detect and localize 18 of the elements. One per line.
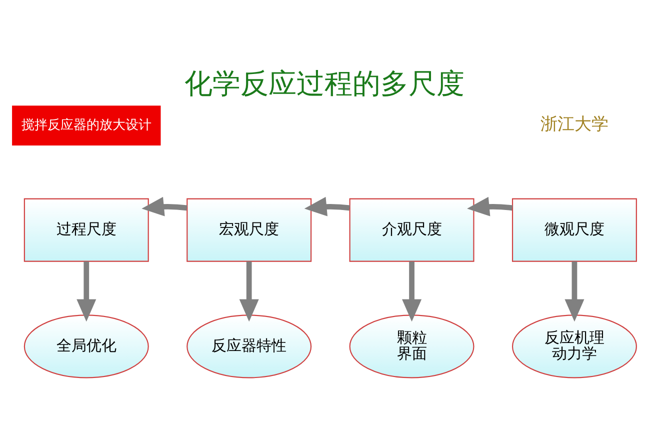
label: 搅拌反应器的放大设计: [21, 117, 152, 132]
arrow: [239, 260, 259, 322]
node-box: 微观尺度: [512, 198, 637, 262]
arrow: [142, 196, 188, 216]
arrow: [564, 260, 584, 322]
arrow: [76, 260, 96, 322]
diagram-title: 化学反应过程的多尺度: [184, 66, 464, 100]
node-box: 宏观尺度: [186, 198, 312, 262]
node-ellipse: 颗粒 界面: [349, 314, 474, 378]
label: 浙江大学: [540, 114, 608, 134]
node-box: 过程尺度: [24, 198, 149, 262]
node-box: 介观尺度: [349, 198, 474, 262]
arrow: [402, 260, 422, 322]
node-ellipse: 反应器特性: [186, 314, 312, 378]
arrow: [467, 196, 513, 216]
arrow: [304, 196, 350, 216]
node-ellipse: 全局优化: [24, 314, 149, 378]
node-ellipse: 反应机理 动力学: [512, 314, 637, 378]
